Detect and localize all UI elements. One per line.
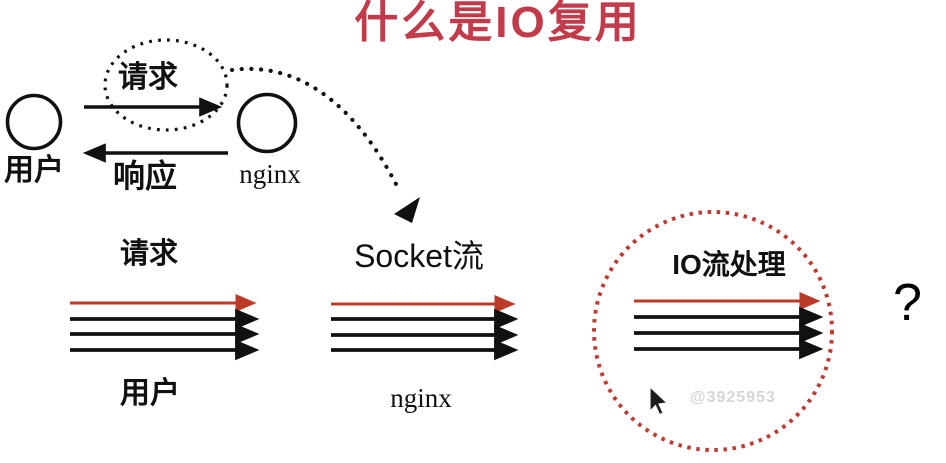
response-label: 响应 [112,158,177,194]
slide-title: 什么是IO复用 [354,0,642,47]
dotted-curve-arrow [229,66,402,193]
request-label: 请求 [118,61,178,94]
flow2-bottom-label: nginx [390,383,452,413]
flow1-top-label: 请求 [119,238,178,270]
dotted-ellipse-highlight [103,38,229,132]
nginx-circle [236,92,298,154]
flow2-top-label: Socket流 [354,238,484,274]
mouse-cursor-icon [649,385,669,416]
io-multiplex-dotted-circle [592,210,834,452]
user-circle [5,93,63,151]
flow1-bottom-label: 用户 [120,377,180,410]
dotted-curve-arrowhead [394,197,420,223]
question-mark: ? [893,274,922,332]
flow3-top-label: IO流处理 [672,249,786,280]
watermark-text: @3925953 [690,389,776,406]
nginx-circle-label: nginx [239,159,301,189]
user-circle-label: 用户 [4,154,64,187]
